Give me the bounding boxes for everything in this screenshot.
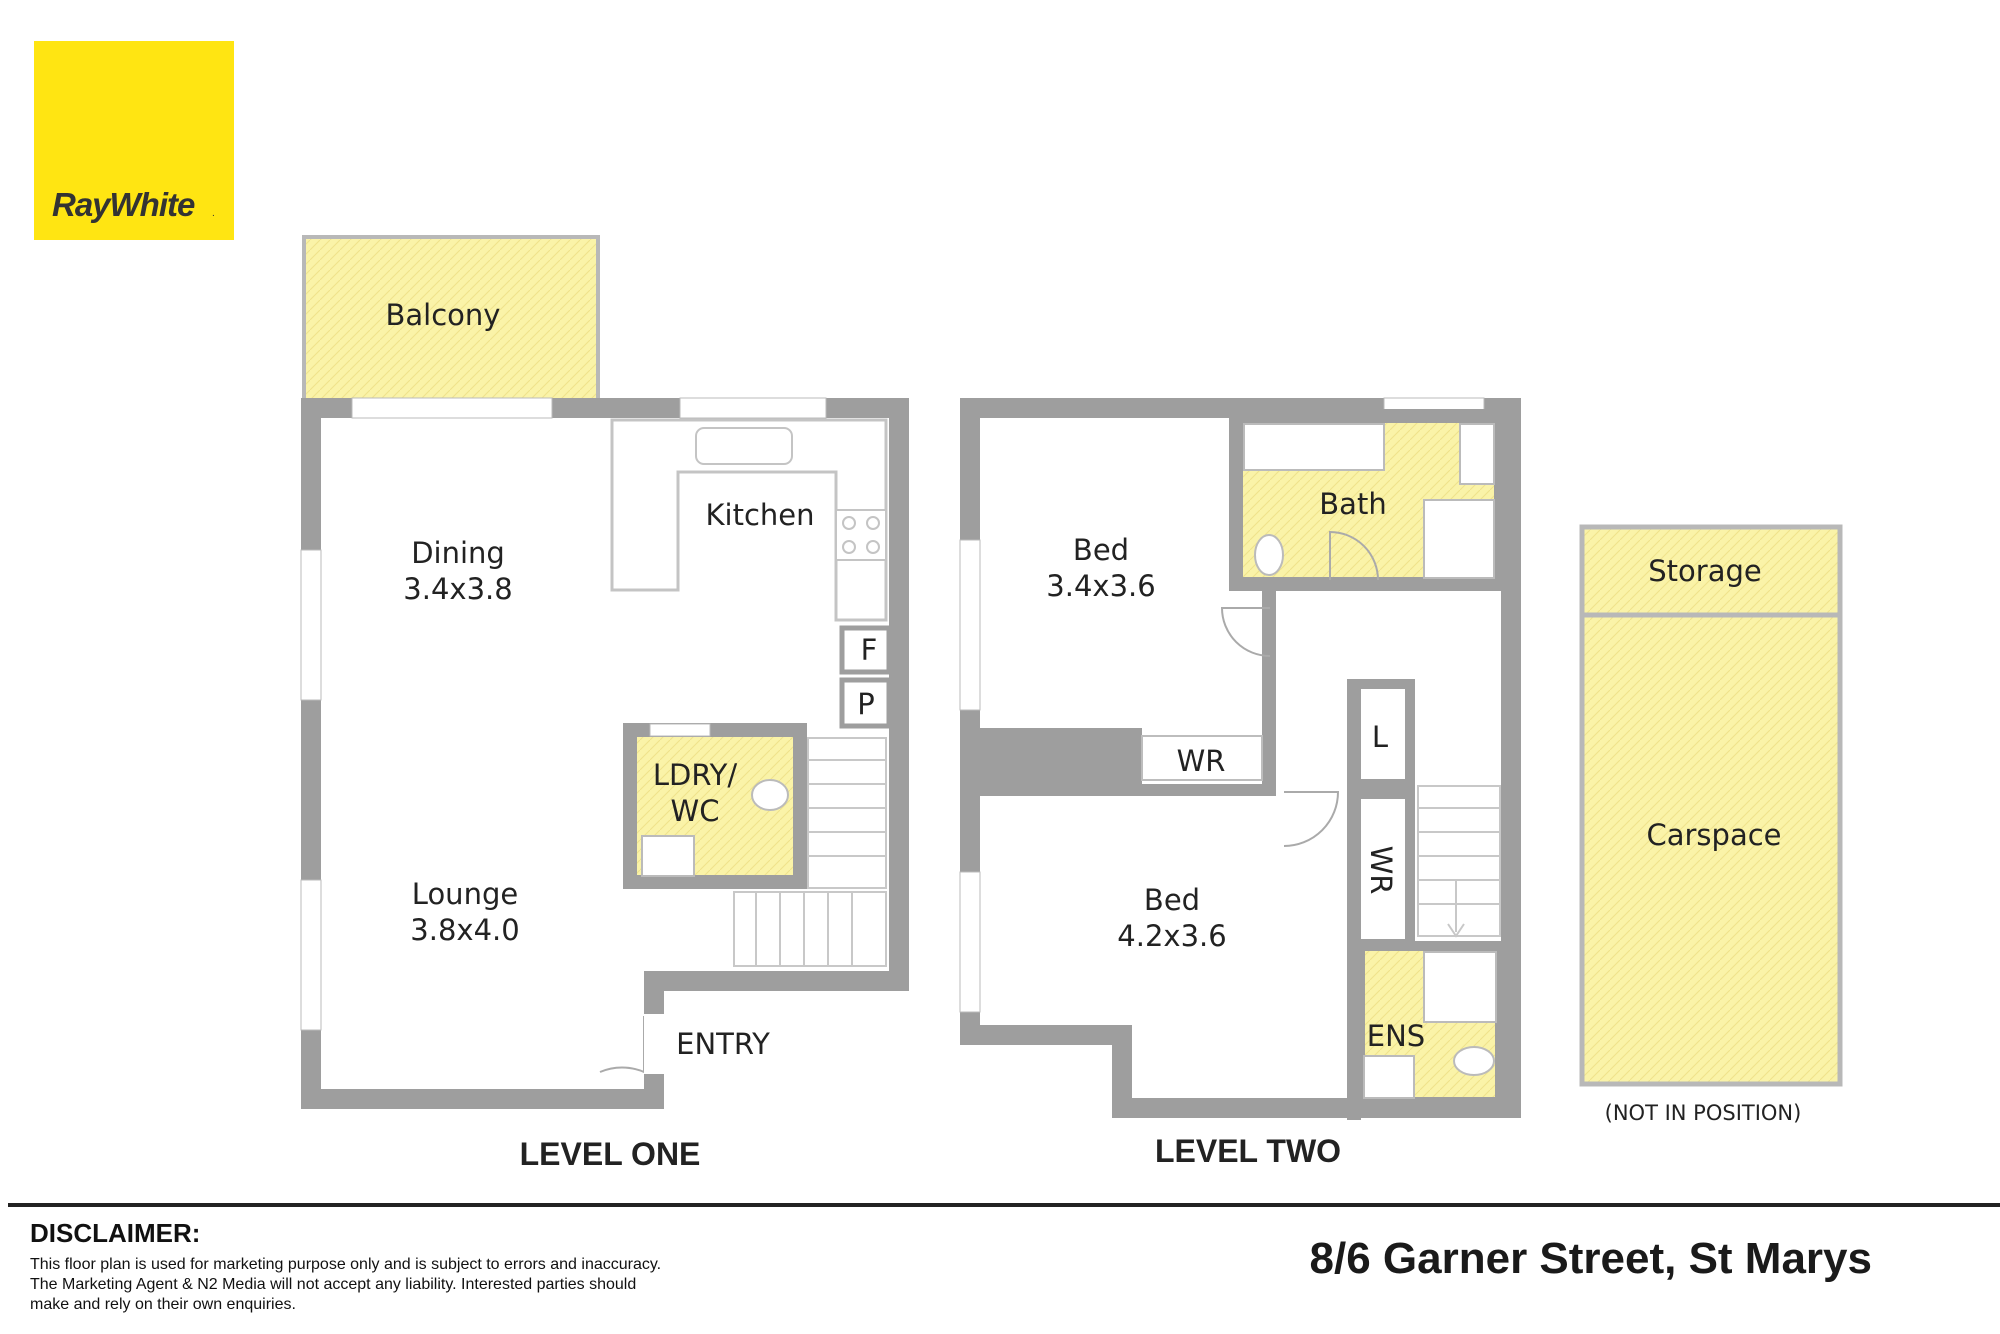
toilet-icon [751,779,789,811]
basin-icon [1363,1055,1415,1099]
laundry-label-line2: WC [671,794,720,828]
not-in-position-note: (NOT IN POSITION) [1605,1101,1802,1125]
pantry-label: P [857,687,875,721]
disclaimer-line: This floor plan is used for marketing pu… [30,1256,662,1273]
bed2-size-label: 4.2x3.6 [1117,919,1226,953]
lounge-label: Lounge [412,877,518,911]
dining-size-label: 3.4x3.8 [403,572,512,606]
shower-icon [1423,951,1497,1023]
burner-icon [842,516,856,530]
robe-bed1-label: WR [1177,744,1226,778]
bath-door [1329,530,1379,581]
ensuite-label: ENS [1367,1019,1425,1053]
toilet-icon [1254,534,1284,576]
property-address: 8/6 Garner Street, St Marys [1309,1234,1872,1283]
dining-label: Dining [411,536,505,570]
window [959,539,981,711]
window [649,723,711,737]
bathtub-icon [1243,423,1385,471]
carspace-plan: Storage Carspace (NOT IN POSITION) [1579,524,1843,1125]
level-one-title: LEVEL ONE [520,1136,701,1172]
interior-wall [980,728,1142,788]
lounge-size-label: 3.8x4.0 [410,913,519,947]
level-two-title: LEVEL TWO [1155,1133,1341,1169]
carspace-area [1579,612,1843,1087]
footer-divider [8,1203,2000,1207]
storage-label: Storage [1648,554,1761,588]
carspace-label: Carspace [1646,818,1781,852]
entry-door-gap [644,1014,664,1074]
robe-bed1 [1141,735,1263,781]
window [959,871,981,1013]
kitchen-label: Kitchen [706,498,815,532]
bed1-label: Bed [1073,533,1129,567]
level-two-plan: Bed 3.4x3.6 Bath WR L WR Bed 4.2x3.6 ENS… [959,397,1521,1169]
linen-label: L [1372,720,1388,754]
balcony-area [302,235,600,402]
interior-wall [980,784,1276,796]
laundry-tub-icon [641,835,695,877]
stairs [733,737,887,967]
window [300,549,322,701]
logo-text: RayWhite [52,186,195,223]
registered-mark: . [212,208,215,219]
level-one-plan: Balcony Dining 3.4x3.8 Kitchen F P LDRY/… [300,235,909,1172]
interior-wall [1262,584,1276,784]
fridge-space [839,625,892,675]
disclaimer: DISCLAIMER: This floor plan is used for … [30,1218,750,1315]
basin-icon [1459,423,1495,485]
cooktop-icon [835,509,887,561]
bed2-label: Bed [1144,883,1200,917]
robe-bed2-label: WR [1364,846,1398,895]
shower-icon [1423,499,1495,579]
stairs [1417,785,1501,938]
fridge-label: F [861,633,878,667]
burner-icon [866,540,880,554]
ray-white-logo: RayWhite . [34,41,234,240]
disclaimer-body: This floor plan is used for marketing pu… [30,1255,750,1315]
window [679,397,827,419]
laundry-label-line1: LDRY/ [653,758,737,792]
kitchen-bench [610,418,888,622]
burner-icon [866,516,880,530]
bath-label: Bath [1319,487,1386,521]
disclaimer-title: DISCLAIMER: [30,1218,201,1248]
toilet-icon [1453,1046,1495,1076]
entry-door [599,1016,645,1074]
pantry-space [839,677,892,729]
sink-icon [695,427,793,465]
bed1-door [1220,607,1271,657]
logo-background [34,41,234,240]
entry-label: ENTRY [676,1027,770,1061]
disclaimer-line: The Marketing Agent & N2 Media will not … [30,1276,637,1293]
disclaimer-line: make and rely on their own enquiries. [30,1296,296,1313]
window [351,397,553,419]
bed2-door [1283,791,1340,847]
balcony-label: Balcony [386,298,501,332]
burner-icon [842,540,856,554]
bed1-size-label: 3.4x3.6 [1046,569,1155,603]
window [300,879,322,1031]
